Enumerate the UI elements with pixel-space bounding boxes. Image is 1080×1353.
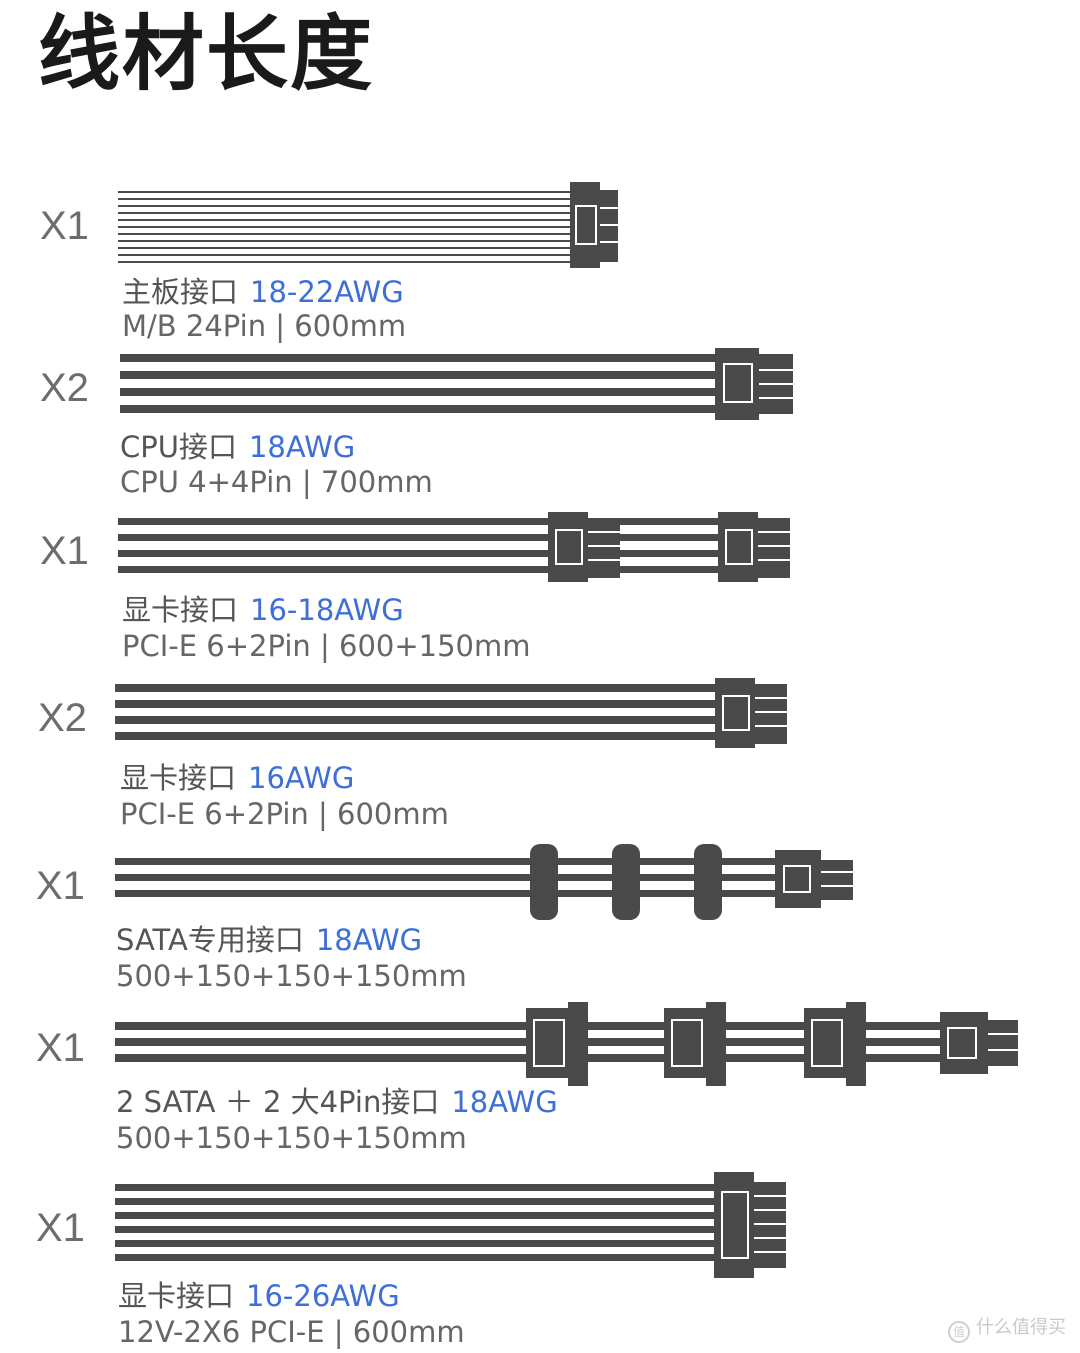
watermark-logo-icon: 值 [948,1321,970,1343]
cable-3-spec: PCI-E 6+2Pin | 600+150mm [122,629,531,663]
cable-1-awg: 18-22AWG [250,275,404,309]
cable-2-awg: 18AWG [248,430,356,464]
cable-3-awg: 16-18AWG [250,593,404,627]
cable-1-spec: M/B 24Pin | 600mm [122,309,407,343]
cable-6-connector-4 [940,1012,1018,1074]
cable-3-illustration [118,512,790,582]
cable-1-quantity: X1 [40,204,89,248]
cable-7-spec: 12V-2X6 PCI-E | 600mm [118,1315,465,1349]
cable-5-connector [775,850,853,908]
page-title: 线材长度 [38,7,375,102]
cable-5-awg: 18AWG [315,923,423,957]
cable-7-quantity: X1 [36,1206,85,1250]
cable-4-connector [715,678,787,748]
cable-2-quantity: X2 [40,366,89,410]
cable-7-illustration [115,1172,786,1278]
cable-2-connector [715,348,793,420]
cable-7-connector [714,1172,786,1278]
cable-4-wires [115,684,720,740]
watermark: 值什么值得买 [948,1313,1066,1343]
cable-5-clips [530,844,722,920]
cable-6-spec: 500+150+150+150mm [116,1121,467,1155]
cable-4-awg: 16AWG [248,761,355,795]
cable-2-wires [120,354,720,413]
cable-2-illustration [120,348,793,420]
cable-6-quantity: X1 [36,1026,85,1070]
cable-3-connector-2 [718,512,790,582]
cable-3-wires [118,518,788,573]
cable-4-quantity: X2 [38,696,87,740]
cable-1-wires [118,191,574,263]
cable-6-connector-3 [804,1002,866,1086]
cable-5-spec: 500+150+150+150mm [116,959,467,993]
cable-6-illustration [115,1002,1018,1086]
cable-6-connector-2 [664,1002,726,1086]
cable-4-spec: PCI-E 6+2Pin | 600mm [120,797,449,831]
watermark-text: 什么值得买 [976,1317,1066,1338]
cable-6-connector-1 [526,1002,588,1086]
cable-7-wires [115,1184,720,1261]
cable-3-connector-1 [548,512,620,582]
cable-1-illustration [118,182,618,268]
cable-3-quantity: X1 [40,529,89,573]
cable-5-illustration [115,844,853,920]
cable-1-connector [570,182,618,268]
cable-2-spec: CPU 4+4Pin | 700mm [120,465,433,499]
cable-4-illustration [115,678,787,748]
cable-5-wires [115,858,780,897]
cable-7-awg: 16-26AWG [246,1279,400,1313]
cable-6-awg: 18AWG [451,1085,558,1119]
cable-5-quantity: X1 [36,864,85,908]
